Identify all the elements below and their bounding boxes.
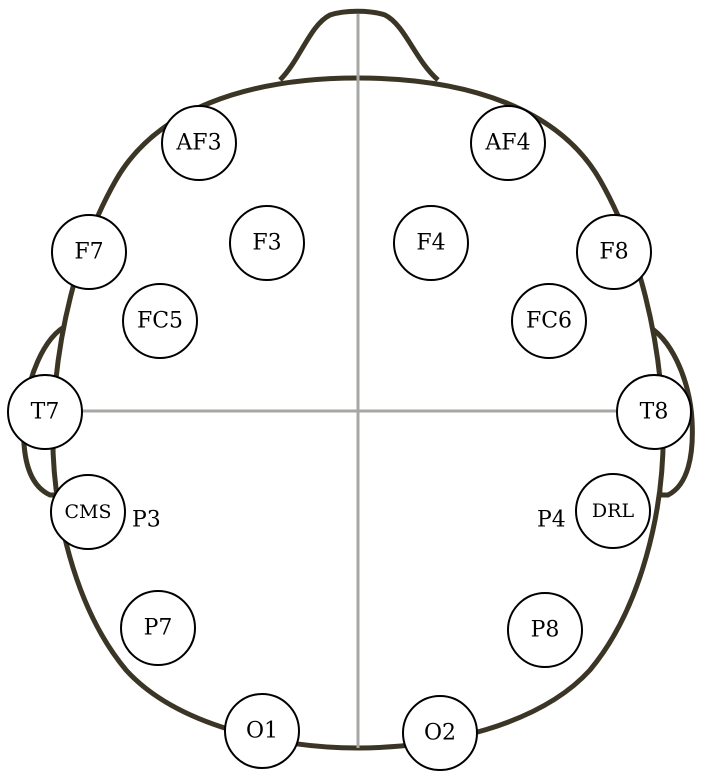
- electrode-fc6: FC6: [511, 283, 587, 359]
- electrode-label: F7: [74, 240, 103, 265]
- electrode-o1: O1: [224, 693, 300, 769]
- electrode-label: O1: [246, 719, 278, 744]
- electrode-label: F4: [416, 231, 445, 256]
- electrode-fc5: FC5: [122, 283, 198, 359]
- electrode-f3: F3: [229, 205, 305, 281]
- electrode-label: FC5: [137, 309, 183, 334]
- electrode-t8: T8: [616, 374, 692, 450]
- electrode-label: P7: [144, 616, 173, 641]
- electrode-label: F8: [599, 240, 628, 265]
- electrode-label: DRL: [592, 500, 635, 522]
- electrode-f8: F8: [576, 214, 652, 290]
- electrode-label: T7: [31, 400, 60, 425]
- electrode-f7: F7: [51, 214, 127, 290]
- label-p4: P4: [537, 508, 566, 533]
- electrode-p7: P7: [120, 590, 196, 666]
- label-p3: P3: [132, 508, 161, 533]
- electrode-label: CMS: [64, 501, 111, 523]
- electrode-label: F3: [252, 231, 281, 256]
- electrode-label: AF3: [175, 131, 221, 156]
- electrode-label: FC6: [526, 309, 572, 334]
- electrode-drl: DRL: [575, 473, 651, 549]
- electrode-label: O2: [424, 721, 456, 746]
- electrode-label: P8: [531, 618, 560, 643]
- electrode-af3: AF3: [161, 105, 237, 181]
- electrode-o2: O2: [402, 695, 478, 771]
- electrode-label: T8: [640, 400, 669, 425]
- electrode-f4: F4: [393, 205, 469, 281]
- electrode-cms: CMS: [50, 474, 126, 550]
- electrode-p8: P8: [507, 592, 583, 668]
- electrode-af4: AF4: [470, 105, 546, 181]
- electrode-label: AF4: [484, 131, 530, 156]
- electrode-t7: T7: [7, 374, 83, 450]
